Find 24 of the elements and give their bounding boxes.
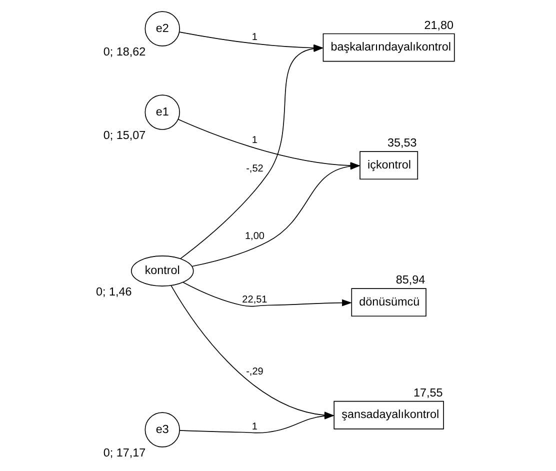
node-box: dönüsümcü xyxy=(350,288,426,317)
edge-label: 22,51 xyxy=(242,294,267,306)
node-circle: e3 xyxy=(144,412,180,448)
node-circle: e1 xyxy=(144,94,180,130)
node-box: şansadayalıkontrol xyxy=(333,400,444,430)
node-label: 21,80 xyxy=(424,18,454,32)
node-circle: e2 xyxy=(144,11,180,46)
edge-label: -,52 xyxy=(246,163,263,174)
node-box: içkontrol xyxy=(359,151,418,180)
arrow xyxy=(182,282,352,307)
edge-label: 1 xyxy=(251,134,258,146)
node-label: 17,55 xyxy=(412,386,442,400)
edge-label: 1 xyxy=(251,421,258,432)
node-label: 0; 1,46 xyxy=(96,285,132,298)
node-label: 85,94 xyxy=(395,274,425,287)
node-label: 0; 17,17 xyxy=(102,446,146,460)
edge-label: -,29 xyxy=(246,366,263,378)
node-ellipse: kontrol xyxy=(130,256,194,286)
node-label: 0; 15,07 xyxy=(102,129,146,142)
node-box: başkalarındayalıkontrol xyxy=(322,33,454,62)
node-label: 0; 18,62 xyxy=(102,45,146,58)
edge-label: 1,00 xyxy=(244,230,264,242)
node-label: 35,53 xyxy=(387,136,416,150)
edge-label: 1 xyxy=(251,32,258,44)
